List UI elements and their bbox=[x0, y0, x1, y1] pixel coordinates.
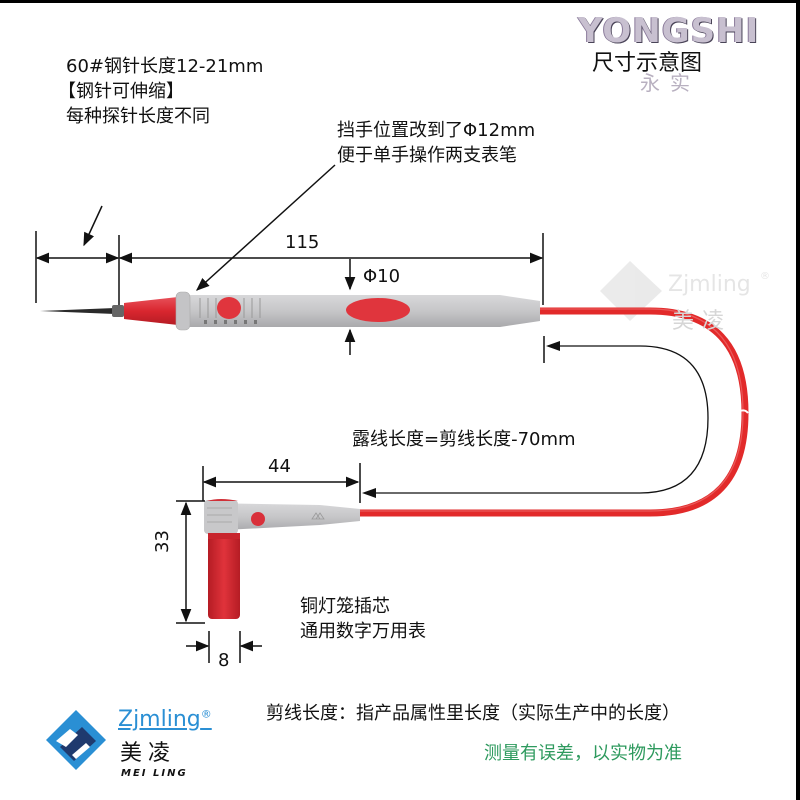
needle-retractable-note: 【钢针可伸缩】 bbox=[58, 81, 184, 102]
probe-diagram-graphics: Zjmling ® bbox=[35, 164, 770, 770]
yongshi-watermark: YONGSHI bbox=[578, 11, 760, 51]
probe-diameter-label: Φ10 bbox=[363, 266, 401, 287]
needle-varies-note: 每种探针长度不同 bbox=[66, 106, 210, 127]
cut-length-note: 剪线长度：指产品属性里长度（实际生产中的长度） bbox=[266, 703, 680, 724]
guard-position-note: 挡手位置改到了Φ12mm bbox=[337, 120, 536, 141]
logo-brand: Zjmling® bbox=[118, 707, 212, 732]
logo-brand-text: Zjmling bbox=[118, 707, 201, 732]
meiling-logo-icon bbox=[46, 710, 106, 770]
logo-cn-name: 美凌 bbox=[120, 741, 177, 766]
exposed-wire-note: 露线长度=剪线长度-70mm bbox=[352, 429, 576, 450]
plug-diameter-label: 8 bbox=[218, 650, 230, 671]
needle-length-note: 60#钢针长度12-21mm bbox=[66, 56, 264, 77]
svg-text:Zjmling: Zjmling bbox=[668, 272, 751, 297]
watermark-cn-name: 美凌 bbox=[672, 309, 733, 334]
plug-length-label: 44 bbox=[268, 456, 291, 477]
watermark-logo-icon: Zjmling ® bbox=[600, 261, 770, 321]
plug-compat-note: 通用数字万用表 bbox=[300, 621, 426, 642]
guard-usage-note: 便于单手操作两支表笔 bbox=[337, 145, 517, 166]
plug-type-note: 铜灯笼插芯 bbox=[300, 596, 390, 617]
page-title: 尺寸示意图 bbox=[592, 51, 703, 76]
yongshi-cn-watermark: 永实 bbox=[640, 71, 700, 95]
diagram-canvas: Zjmling ® bbox=[0, 3, 796, 800]
logo-registered-mark: ® bbox=[200, 707, 212, 721]
plug-height-label: 33 bbox=[152, 530, 174, 553]
svg-text:®: ® bbox=[760, 271, 770, 282]
probe-length-label: 115 bbox=[285, 232, 320, 253]
logo-en-name: MEI LING bbox=[121, 768, 188, 779]
measurement-disclaimer: 测量有误差，以实物为准 bbox=[484, 743, 682, 764]
plug-height-value: 33 bbox=[152, 530, 173, 553]
